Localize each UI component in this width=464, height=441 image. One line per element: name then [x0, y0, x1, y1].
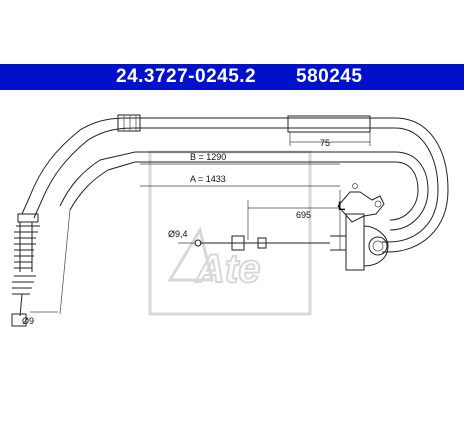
dim-b: B = 1290: [190, 152, 226, 162]
dim-695: 695: [296, 210, 311, 220]
dim-a: A = 1433: [190, 174, 226, 184]
part-number-header: 24.3727-0245.2 580245: [0, 64, 464, 90]
part-number: 24.3727-0245.2: [116, 66, 257, 87]
threaded-end: [11, 195, 58, 327]
dim-d94: Ø9,4: [168, 229, 188, 239]
cable-sheath: [29, 117, 449, 253]
brake-lever-bracket: [330, 183, 389, 271]
dim-75: 75: [320, 138, 330, 148]
dim-d9: Ø9: [22, 316, 34, 326]
reference-number: 580245: [296, 66, 363, 87]
marker-l: L: [338, 199, 345, 213]
watermark-text: Ate: [195, 247, 260, 291]
cable-drawing: Ate 75 B = 1290 A = 1433 695 Ø9,4: [11, 114, 449, 327]
cable-sleeve: [117, 114, 141, 132]
inner-cable: [178, 235, 330, 251]
